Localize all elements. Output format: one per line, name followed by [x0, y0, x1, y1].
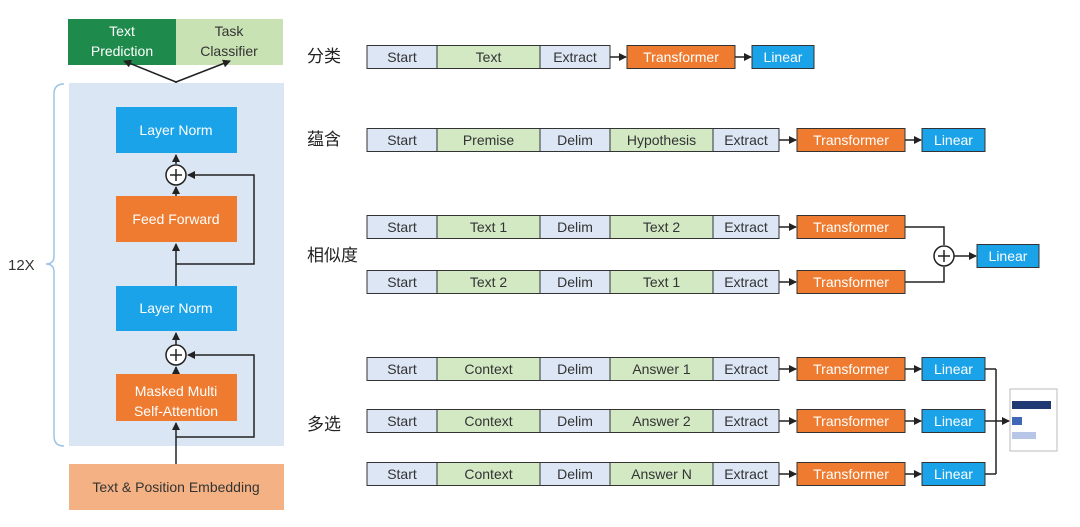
softmax-bar-2 [1012, 417, 1022, 425]
token-label-3-2-3: Answer N [631, 466, 692, 482]
token-label-3-0-1: Context [464, 361, 512, 377]
token-label-2-0-0: Start [387, 219, 417, 235]
token-label-2-1-1: Text 2 [470, 274, 508, 290]
task-label-2: 相似度 [307, 246, 358, 265]
token-label-2-1-0: Start [387, 274, 417, 290]
token-label-1-0-3: Hypothesis [627, 132, 696, 148]
feed-forward-block [116, 196, 237, 242]
linear-label-3-1: Linear [934, 413, 973, 429]
softmax-bar-3 [1012, 432, 1036, 439]
layer-norm-top-label: Layer Norm [139, 122, 212, 138]
token-label-2-1-2: Delim [557, 274, 593, 290]
task-label-0: 分类 [307, 47, 341, 66]
token-label-2-0-3: Text 2 [643, 219, 681, 235]
task-label-1: 蕴含 [307, 130, 341, 149]
token-label-3-1-3: Answer 2 [632, 413, 691, 429]
text-position-embedding-label: Text & Position Embedding [92, 479, 259, 495]
token-label-2-0-1: Text 1 [470, 219, 508, 235]
token-label-2-0-4: Extract [724, 219, 768, 235]
repeat-count: 12X [8, 257, 35, 274]
linear-label-3-2: Linear [934, 466, 973, 482]
token-label-3-0-3: Answer 1 [632, 361, 691, 377]
linear-similarity [976, 244, 1040, 268]
token-label-3-1-0: Start [387, 413, 417, 429]
token-label-1-0-4: Extract [724, 132, 768, 148]
linear-1-0 [921, 128, 986, 152]
transformer-label-3-1: Transformer [813, 413, 889, 429]
layer-norm-top [116, 107, 237, 153]
linear-label-3-0: Linear [934, 361, 973, 377]
feed-forward-label: Feed Forward [132, 211, 219, 227]
transformer-label-3-0: Transformer [813, 361, 889, 377]
layer-norm-bottom [116, 286, 237, 331]
text-prediction-head [68, 19, 176, 65]
linear-similarity-label: Linear [989, 248, 1028, 264]
token-label-3-2-4: Extract [724, 466, 768, 482]
masked-self-attention-block [116, 374, 237, 421]
token-label-3-1-2: Delim [557, 413, 593, 429]
token-label-3-1-1: Context [464, 413, 512, 429]
token-label-3-0-0: Start [387, 361, 417, 377]
token-label-0-0-0: Start [387, 49, 417, 65]
token-label-2-1-3: Text 1 [643, 274, 681, 290]
linear-0-0 [751, 45, 815, 69]
repeat-bracket [45, 83, 65, 447]
token-label-3-1-4: Extract [724, 413, 768, 429]
token-label-1-0-1: Premise [463, 132, 515, 148]
token-label-1-0-0: Start [387, 132, 417, 148]
token-label-3-2-1: Context [464, 466, 512, 482]
token-label-3-2-0: Start [387, 466, 417, 482]
task-label-3: 多选 [307, 415, 341, 434]
transformer-label-2-1: Transformer [813, 274, 889, 290]
task-classifier-head [176, 19, 283, 65]
token-label-2-0-2: Delim [557, 219, 593, 235]
token-label-3-2-2: Delim [557, 466, 593, 482]
token-label-0-0-2: Extract [553, 49, 597, 65]
token-label-1-0-2: Delim [557, 132, 593, 148]
linear-label-0-0: Linear [764, 49, 803, 65]
layer-norm-bottom-label: Layer Norm [139, 300, 212, 316]
text-position-embedding-block [69, 464, 284, 510]
transformer-label-2-0: Transformer [813, 219, 889, 235]
token-label-3-0-4: Extract [724, 361, 768, 377]
token-label-2-1-4: Extract [724, 274, 768, 290]
token-label-0-0-1: Text [476, 49, 502, 65]
transformer-label-0-0: Transformer [643, 49, 719, 65]
transformer-label-1-0: Transformer [813, 132, 889, 148]
transformer-label-3-2: Transformer [813, 466, 889, 482]
softmax-bar-1 [1012, 401, 1051, 409]
linear-label-1-0: Linear [934, 132, 973, 148]
softmax-output-icon [1009, 388, 1058, 452]
token-label-3-0-2: Delim [557, 361, 593, 377]
